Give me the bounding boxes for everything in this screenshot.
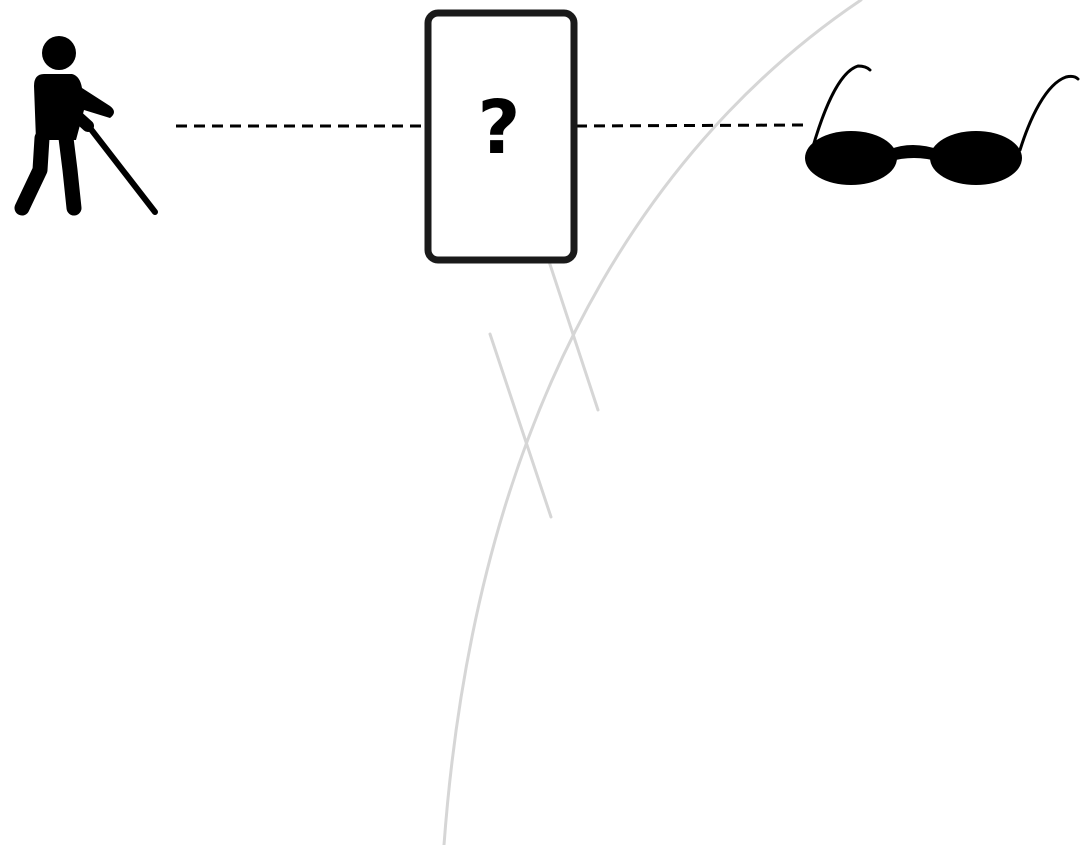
glasses-lens-right bbox=[930, 131, 1022, 185]
person-cane bbox=[87, 125, 158, 215]
background-stroke-2 bbox=[488, 332, 553, 519]
person-leg-right bbox=[58, 130, 82, 216]
glasses-temple-left bbox=[810, 64, 872, 152]
unknown-device-icon: ? bbox=[424, 9, 578, 264]
background-arc bbox=[442, 0, 863, 845]
person-head bbox=[42, 36, 76, 70]
glasses-lens-left bbox=[805, 131, 897, 185]
person-arm bbox=[54, 84, 94, 132]
glasses-temple-right bbox=[1018, 74, 1080, 152]
blind-person-with-cane-icon bbox=[14, 36, 158, 216]
dashed-connector-device-glasses bbox=[575, 123, 807, 128]
glasses-bridge bbox=[888, 145, 940, 162]
device-question-mark: ? bbox=[478, 85, 521, 171]
person-leg-left bbox=[14, 130, 50, 216]
smart-glasses-icon bbox=[805, 64, 1080, 185]
device-frame bbox=[424, 9, 578, 264]
